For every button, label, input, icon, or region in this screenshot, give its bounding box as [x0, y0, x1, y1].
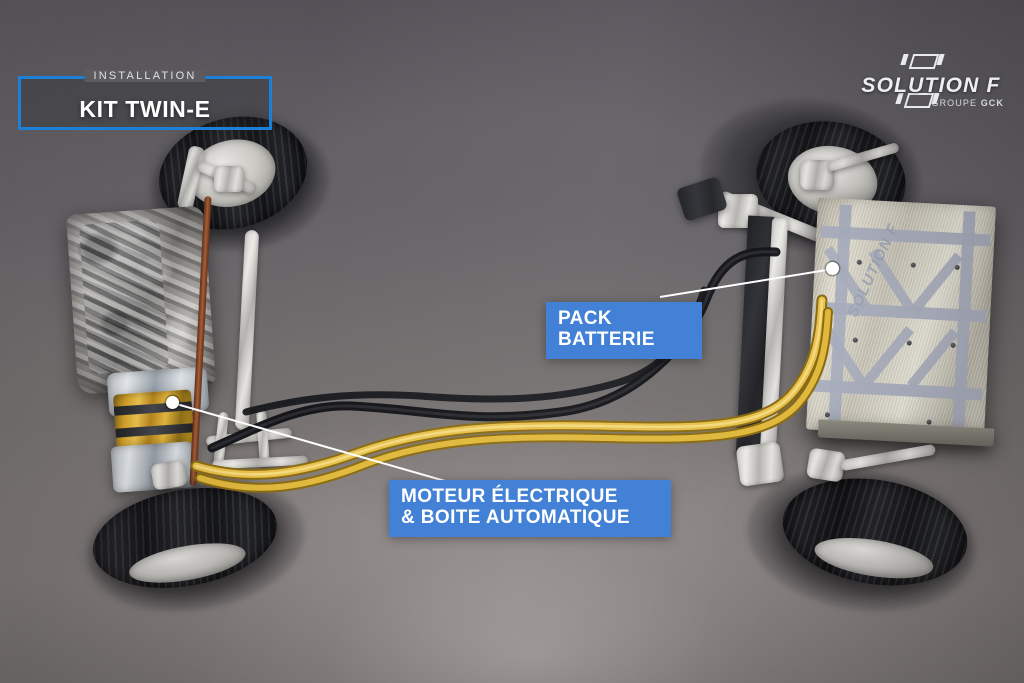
installation-title: KIT TWIN-E [79, 96, 211, 122]
callout-pack-batterie[interactable]: PACK BATTERIE [546, 302, 702, 359]
brand-name: SOLUTION F [861, 74, 1001, 97]
moteur-electrique-marker[interactable] [166, 396, 179, 409]
callout-pack-batterie-line1: PACK [558, 308, 613, 329]
pack-batterie-marker[interactable] [826, 262, 839, 275]
brand-subtitle-prefix: GROUPE [931, 98, 981, 108]
front-left-hub [214, 166, 244, 192]
callout-moteur-line2: & BOITE AUTOMATIQUE [401, 507, 630, 529]
brand-logo: SOLUTION F GROUPE GCK [856, 54, 1006, 112]
installation-title-badge: INSTALLATION KIT TWIN-E [18, 70, 272, 130]
callout-moteur-line1: MOTEUR ÉLECTRIQUE [401, 486, 618, 507]
logo-mark-top-box [908, 54, 940, 69]
callout-moteur-electrique[interactable]: MOTEUR ÉLECTRIQUE & BOITE AUTOMATIQUE [389, 480, 671, 537]
logo-mark-top-bar-left [900, 54, 909, 65]
brand-subtitle-bold: GCK [980, 98, 1004, 108]
brand-subtitle: GROUPE GCK [931, 98, 1004, 108]
installation-kicker: INSTALLATION [84, 70, 206, 82]
callout-pack-batterie-line2: BATTERIE [558, 329, 655, 351]
